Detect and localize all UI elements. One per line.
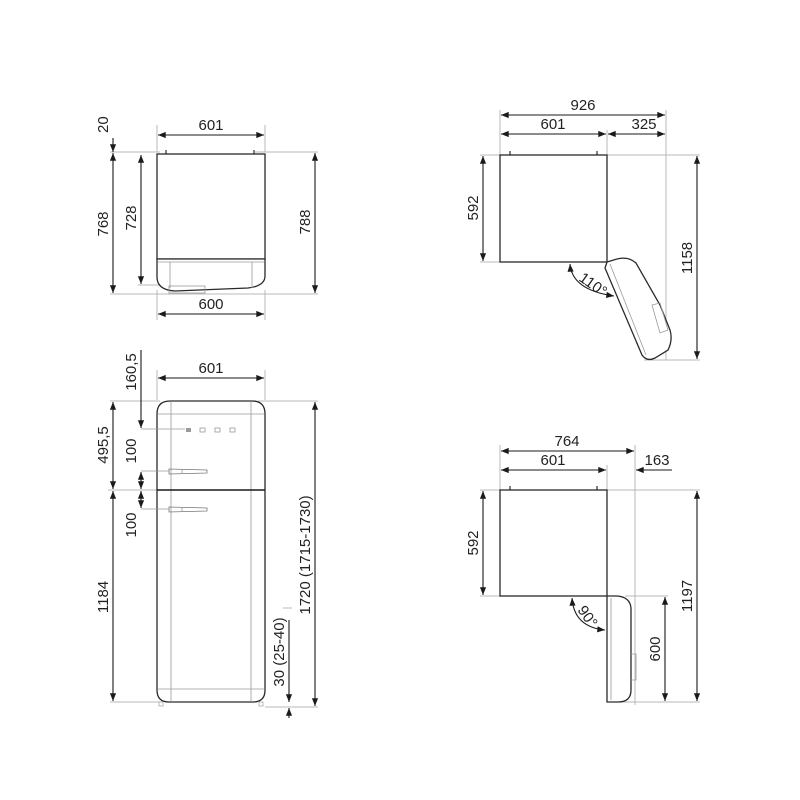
dim-overhang-110: 325 (631, 116, 656, 133)
fridge-side-door-bulge (156, 258, 266, 292)
open-door-90 (606, 595, 632, 703)
dim-side-height-total: 768 (95, 211, 112, 236)
dim-total-height: 1720 (1715-1730) (297, 495, 314, 614)
dim-side-depth-top: 601 (198, 117, 223, 134)
dim-overhang-90: 163 (644, 452, 669, 469)
door-handle-110 (651, 302, 669, 334)
dim-body-width-110: 601 (540, 116, 565, 133)
dim-angle-110: 110° (576, 269, 610, 300)
dim-total-depth-90: 1197 (679, 580, 696, 612)
top-view-90: 90° 764 601 163 592 600 1197 (465, 433, 701, 705)
open-door-110 (604, 257, 672, 361)
dim-body-width-90: 601 (540, 452, 565, 469)
dim-logo-offset: 160,5 (123, 353, 140, 391)
dim-side-height-body: 728 (123, 205, 140, 230)
dim-depth-90: 592 (465, 530, 482, 555)
side-view: 601 20 768 728 788 600 (95, 116, 319, 320)
dim-side-depth-bottom: 600 (198, 296, 223, 313)
fridge-front-body (156, 400, 266, 703)
smeg-logo (186, 427, 236, 433)
dim-front-width: 601 (198, 360, 223, 377)
angle-arc-110 (567, 263, 615, 298)
front-view: 601 160,5 495,5 100 100 1184 30 (25-40) … (95, 350, 319, 718)
freezer-handle (168, 468, 208, 475)
top-view-110: 110° 926 601 325 592 1158 (465, 97, 701, 361)
dim-door-depth-90: 600 (647, 636, 664, 661)
fridge-top-body-90 (499, 489, 608, 597)
dim-handle-offset-upper: 100 (123, 438, 140, 463)
dim-depth-110: 592 (465, 195, 482, 220)
dim-freezer-height: 495,5 (95, 426, 112, 464)
dim-total-width-90: 764 (554, 433, 579, 450)
dim-handle-offset-lower: 100 (123, 512, 140, 537)
dim-total-depth-110: 1158 (679, 242, 696, 274)
side-handle (168, 285, 206, 294)
dim-feet-height: 30 (25-40) (271, 617, 288, 686)
dim-side-height-handle: 788 (297, 209, 314, 234)
fridge-handle (168, 506, 208, 513)
dim-side-top-offset: 20 (95, 116, 112, 133)
fridge-top-body-110 (499, 154, 608, 263)
fridge-side-body (156, 153, 266, 260)
angle-arc-90 (569, 597, 606, 633)
dim-fridge-height: 1184 (95, 581, 112, 613)
dim-angle-90: 90° (574, 603, 601, 631)
door-handle-90 (631, 653, 637, 681)
dim-total-width-110: 926 (570, 97, 595, 114)
